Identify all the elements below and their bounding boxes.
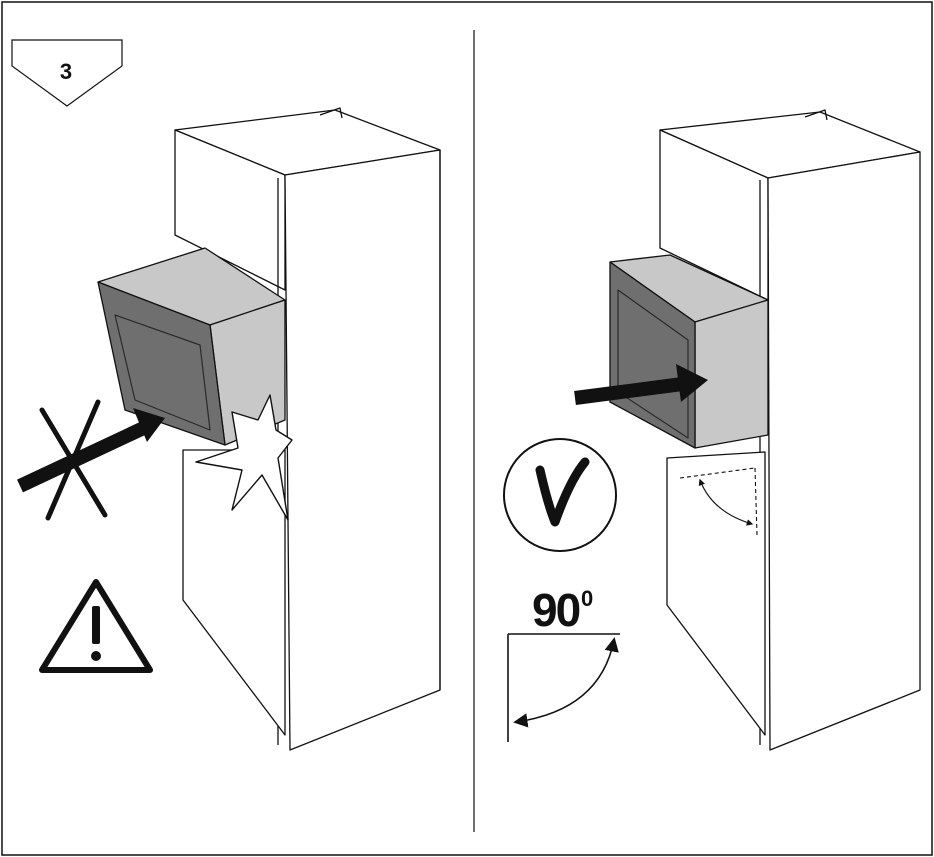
upper-cabinet (174, 107, 441, 291)
step-number: 3 (60, 59, 72, 84)
left-panel (17, 107, 441, 751)
tall-cabinet-right (759, 151, 921, 751)
upper-cabinet-right (659, 109, 921, 301)
warning-icon (39, 579, 153, 673)
push-arrow-icon-right (574, 364, 708, 405)
appliance-tilted (97, 247, 286, 446)
step-badge: 3 (11, 39, 123, 107)
appliance-straight (609, 254, 769, 449)
cross-icon (39, 399, 108, 521)
angle-label: 90 (532, 584, 580, 636)
angle-degree-sign: 0 (581, 586, 593, 611)
checkmark-icon (503, 438, 617, 552)
push-arrow-icon (17, 408, 165, 493)
angle-swing-indicator (507, 633, 620, 742)
right-panel: 90 0 (503, 109, 921, 751)
door-angle-guide (679, 467, 758, 536)
tall-cabinet (277, 149, 441, 751)
collision-burst (195, 394, 293, 521)
